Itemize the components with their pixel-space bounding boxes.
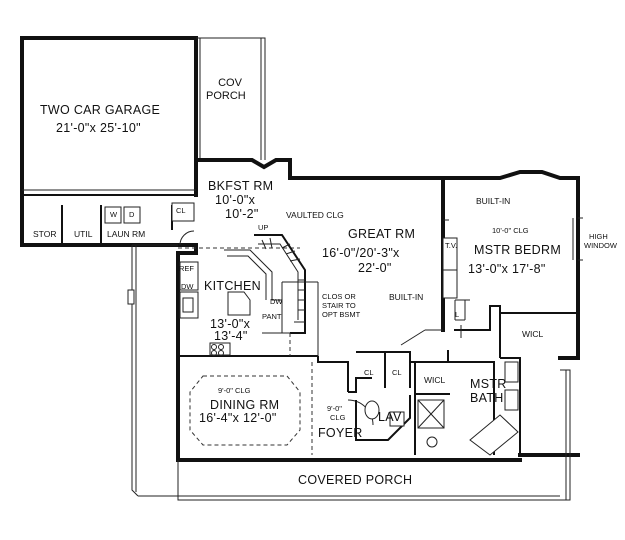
- dw-label: DW: [181, 282, 194, 291]
- cov-porch-label-1: COV: [218, 77, 242, 89]
- upper-walls: [194, 158, 583, 360]
- master-name-label: MSTR BEDRM: [474, 243, 562, 257]
- great-room-built-ins: [442, 219, 458, 299]
- lav-label: LAV: [378, 410, 402, 424]
- clos-label-2: STAIR TO: [322, 301, 356, 310]
- garage-name-label: TWO CAR GARAGE: [40, 103, 161, 117]
- laun-cl-label: CL: [176, 206, 186, 215]
- bkfst-name-label: BKFST RM: [208, 179, 274, 193]
- high-window-label-2: WINDOW: [584, 241, 617, 250]
- dining-ceiling: [189, 375, 301, 446]
- kitchen-size-1: 13'-0"x: [210, 317, 251, 331]
- left-walls: [176, 243, 318, 462]
- kitchen-name-label: KITCHEN: [204, 279, 261, 293]
- cov-porch-outline: [196, 37, 266, 160]
- bath-label-1: MSTR: [470, 377, 507, 391]
- washer-label: W: [110, 210, 118, 219]
- clos-label-1: CLOS OR: [322, 292, 356, 301]
- high-window-label-1: HIGH: [589, 232, 608, 241]
- stor-label: STOR: [33, 229, 57, 239]
- kitchen-size-2: 13'-4": [214, 329, 248, 343]
- util-label: UTIL: [74, 229, 93, 239]
- laun-label: LAUN RM: [107, 229, 146, 239]
- clos-label-3: OPT BSMT: [322, 310, 361, 319]
- wicl-right-label: WICL: [522, 329, 544, 339]
- dw2-label: DW: [270, 297, 283, 306]
- master-size-label: 13'-0"x 17'-8": [468, 262, 546, 276]
- foyer-name-label: FOYER: [318, 426, 363, 440]
- l-label: L: [455, 310, 460, 319]
- center-walls: [311, 329, 443, 455]
- master-clg-label: 10'-0" CLG: [492, 226, 529, 235]
- garage-size-label: 21'-0"x 25'-10": [56, 121, 141, 135]
- dining-clg-label: 9'-0" CLG: [218, 386, 251, 395]
- kitchen-fixtures: [179, 249, 282, 356]
- cov-porch-label-2: PORCH: [206, 90, 246, 102]
- cl1-label: CL: [364, 368, 374, 377]
- cl2-label: CL: [392, 368, 402, 377]
- lower-walls: [176, 453, 580, 462]
- dining-name-label: DINING RM: [210, 398, 280, 412]
- tv-label: T.V.: [445, 241, 458, 250]
- bkfst-size-1: 10'-0"x: [215, 193, 256, 207]
- bath-label-2: BATH: [470, 391, 504, 405]
- built-in-mid-label: BUILT-IN: [389, 292, 424, 302]
- foyer-clg-2: CLG: [330, 413, 346, 422]
- bath-walls: [410, 299, 578, 456]
- great-size-1: 16'-0"/20'-3"x: [322, 246, 400, 260]
- pant-label: PANT: [262, 312, 282, 321]
- dining-size-label: 16'-4"x 12'-0": [199, 411, 277, 425]
- great-size-2: 22'-0": [358, 261, 392, 275]
- built-in-top-label: BUILT-IN: [476, 196, 511, 206]
- foyer-clg-1: 9'-0": [327, 404, 342, 413]
- up-label: UP: [258, 223, 269, 232]
- vaulted-clg-label: VAULTED CLG: [286, 210, 344, 220]
- bkfst-size-2: 10'-2": [225, 207, 259, 221]
- great-name-label: GREAT RM: [348, 227, 416, 241]
- stair: [254, 234, 319, 356]
- covered-porch-outline: [127, 244, 571, 501]
- wicl-bath-label: WICL: [424, 375, 446, 385]
- ref-label: REF: [179, 264, 194, 273]
- dryer-label: D: [129, 210, 135, 219]
- covered-porch-label: COVERED PORCH: [298, 473, 413, 487]
